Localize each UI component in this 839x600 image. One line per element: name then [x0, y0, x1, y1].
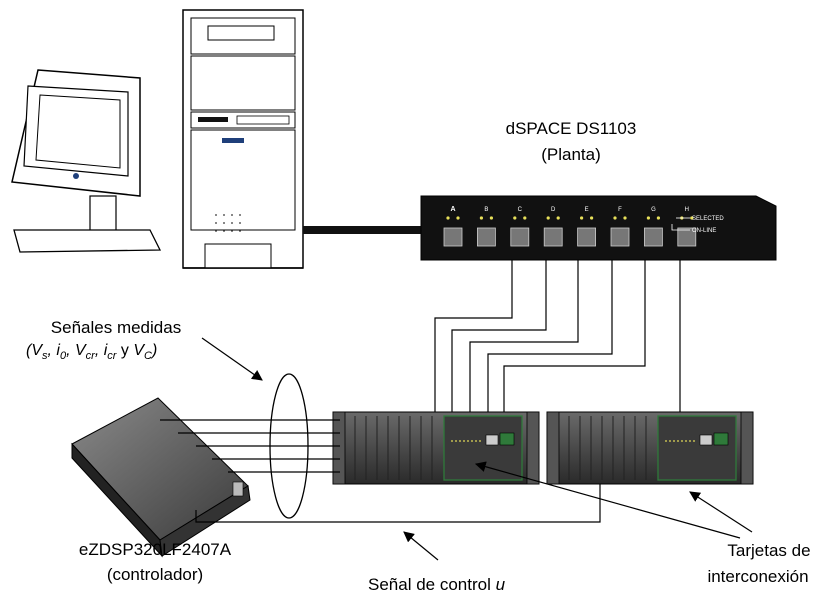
dspace-role: (Planta): [541, 145, 601, 164]
channel-led-a-2: [456, 216, 460, 220]
channel-label-b: B: [484, 207, 488, 213]
channel-button-h[interactable]: [677, 227, 697, 247]
pc-tower: [182, 9, 304, 269]
channel-led-c-2: [523, 216, 527, 220]
channel-led-d-1: [546, 216, 550, 220]
channel-button-g[interactable]: [644, 227, 663, 247]
channel-led-h-2: [690, 216, 694, 220]
measured-signals-title: Señales medidas: [51, 318, 181, 337]
channel-label-e: E: [585, 207, 589, 213]
channel-led-g-1: [646, 216, 651, 220]
signal-group-ellipse: [269, 373, 309, 519]
channel-button-d[interactable]: [543, 227, 563, 247]
dspace-title: dSPACE DS1103: [506, 119, 637, 138]
drive-slot-icon: [222, 138, 244, 143]
interface-rack-2: [546, 411, 754, 485]
channel-label-c: C: [518, 207, 523, 213]
channel-led-b-2: [489, 216, 493, 220]
channel-led-f-2: [623, 216, 627, 220]
control-signal-arrow: [403, 531, 439, 561]
measured-signals-list: (Vs, i0, Vcr, icr y VC): [26, 342, 157, 362]
monitor: [11, 69, 162, 253]
channel-led-d-2: [556, 216, 560, 220]
boards-label-line2: interconexión: [707, 567, 808, 586]
channel-led-e-1: [580, 216, 584, 220]
boards-label-line1: Tarjetas de: [727, 541, 810, 560]
controller-name: eZDSP320LF2407A: [79, 540, 232, 559]
dspace-rack-cables: [434, 260, 681, 412]
measured-signals-arrow: [201, 337, 263, 381]
control-signal-wire: [195, 484, 601, 523]
channel-led-c-1: [513, 216, 517, 220]
channel-button-b[interactable]: [476, 227, 496, 247]
channel-button-c[interactable]: [510, 227, 530, 247]
channel-label-f: F: [618, 207, 622, 213]
selected-label: SELECTED: [692, 216, 724, 222]
boards-arrow-right: [689, 491, 753, 533]
channel-group: A B C D E F G H: [443, 206, 697, 247]
channel-button-a[interactable]: [443, 227, 463, 247]
channel-led-a-1: [446, 216, 450, 220]
power-led-icon: [73, 173, 79, 179]
channel-label-h: H: [685, 207, 689, 213]
dspace-panel: A B C D E F G H SELECTED ON-LINE: [420, 195, 777, 261]
online-label: ON-LINE: [692, 228, 716, 234]
channel-label-a: A: [450, 206, 455, 213]
controller-role: (controlador): [107, 565, 203, 584]
channel-led-f-1: [613, 216, 617, 220]
channel-button-f[interactable]: [610, 227, 630, 247]
boards-arrow-left: [474, 461, 741, 539]
control-signal-label: Señal de control u: [368, 575, 506, 594]
ezdsp-controller: [71, 397, 251, 558]
channel-label-d: D: [551, 207, 556, 213]
channel-led-e-2: [590, 216, 594, 220]
measured-signal-wires: [160, 419, 340, 473]
channel-led-g-2: [656, 216, 661, 220]
channel-button-e[interactable]: [577, 227, 596, 247]
channel-led-b-1: [479, 216, 483, 220]
pc-dspace-cable: [303, 226, 421, 234]
channel-label-g: G: [651, 207, 656, 213]
